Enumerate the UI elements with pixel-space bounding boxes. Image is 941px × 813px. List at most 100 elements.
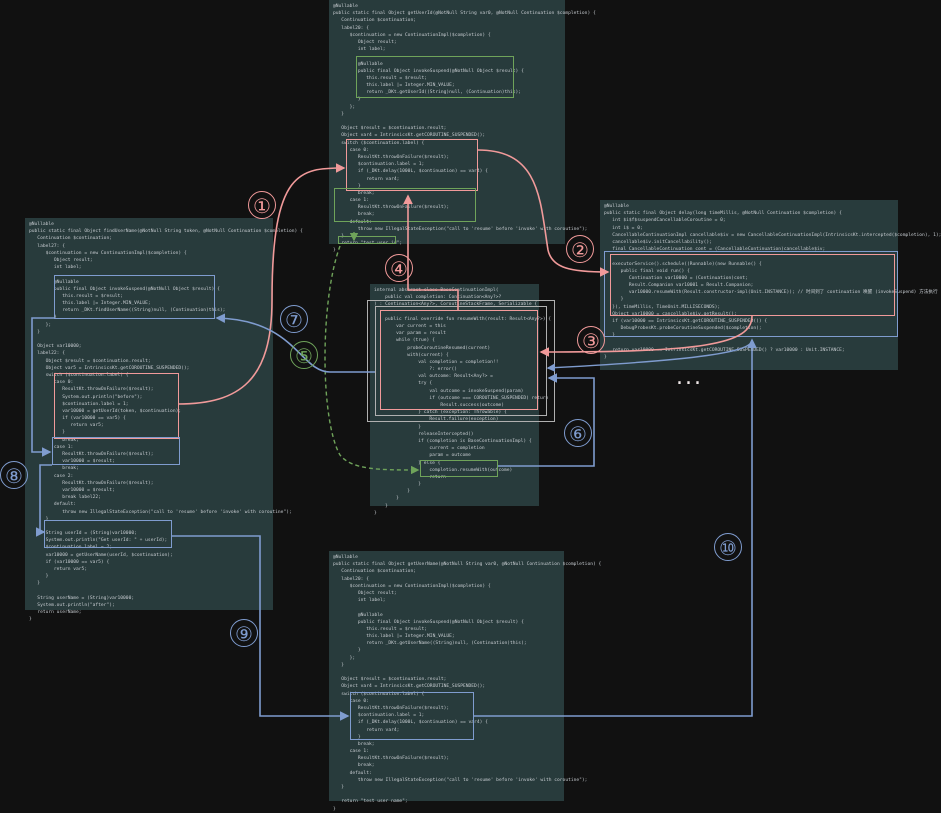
code-line: Continuation $continuation;: [333, 569, 416, 575]
code-line: break;: [333, 741, 375, 747]
code-line: case 1:: [333, 749, 369, 755]
code-line: } catch (exception: Throwable) {: [374, 410, 507, 416]
code-line: cancellable$iv.initCancellability();: [604, 239, 712, 245]
ellipsis-marker: ...: [676, 365, 703, 390]
code-line: break;: [29, 437, 79, 443]
code-line: @Nullable: [29, 279, 79, 285]
code-line: Continuation $continuation;: [29, 236, 112, 242]
code-line: Object $result = $continuation.result;: [333, 126, 447, 132]
code-line: }: [29, 516, 49, 522]
code-line: switch ($continuation.label) {: [333, 140, 425, 146]
code-line: this.result = $result;: [333, 626, 428, 632]
code-line: };: [29, 322, 52, 328]
arrow-step-8b: [36, 464, 52, 537]
code-line: Object result;: [333, 39, 397, 45]
code-line: return userName;: [29, 610, 82, 616]
code-line: if (var10000 == var5) {: [29, 559, 110, 565]
code-line: Result.Companion var10001 = Result.Compa…: [604, 283, 754, 289]
code-line: DebugProbesKt.probeCoroutineSuspended($c…: [604, 326, 762, 332]
code-line: System.out.println("Get userId: " + user…: [29, 538, 168, 544]
step-label-10: ⑩: [714, 533, 742, 561]
code-line: this.result = $result;: [29, 293, 124, 299]
code-line: return _DKt.findUserName((String)null, (…: [29, 308, 226, 314]
code-line: }: [29, 574, 49, 580]
code-line: case 0:: [333, 147, 369, 153]
code-line: @Nullable: [29, 222, 54, 227]
step-label-5: ⑤: [290, 341, 318, 369]
completion-resumewith-box: [420, 460, 498, 477]
code-line: @Nullable: [333, 61, 383, 67]
base-continuation-code: internal abstract class BaseContinuation…: [370, 284, 551, 516]
code-line: if (_DKt.delay(1000L, $continuation) == …: [333, 720, 488, 726]
code-line: var10000 = $result;: [29, 459, 115, 465]
step-label-1: ①: [248, 191, 276, 219]
code-line: ResultKt.throwOnFailure($result);: [333, 756, 450, 762]
code-line: default:: [333, 219, 372, 225]
code-line: case 0:: [29, 380, 74, 386]
arrow-step-4: [403, 194, 459, 310]
code-line: };: [333, 104, 356, 110]
code-line: }: [29, 617, 32, 623]
code-line: var10000 = getUserId(token, $continuatio…: [29, 408, 182, 414]
code-line: }: [29, 329, 41, 335]
code-line: }: [333, 785, 345, 790]
code-line: break;: [29, 466, 79, 472]
code-line: Object $result = $continuation.result;: [29, 358, 151, 364]
getusername-case0-box: [350, 692, 474, 740]
getuserid-return-box: [338, 236, 396, 244]
code-line: $continuation = new ContinuationImpl($co…: [333, 32, 491, 38]
code-line: }: [604, 354, 607, 360]
code-line: System.out.println("after");: [29, 602, 115, 608]
code-line: Object var10000;: [29, 344, 82, 350]
code-line: @Nullable: [333, 612, 383, 618]
code-line: public final Object invokeSuspend(@NotNu…: [333, 619, 524, 625]
code-line: ResultKt.throwOnFailure($result);: [29, 480, 154, 486]
getuserid-case0-box: [346, 139, 478, 191]
code-line: }: [333, 183, 361, 189]
step-label-9: ⑨: [230, 619, 258, 647]
arrow-step-9: [172, 535, 350, 721]
code-line: return var5;: [29, 567, 88, 572]
code-line: $continuation.label = 1;: [29, 401, 129, 407]
step-label-3: ③: [577, 326, 605, 354]
code-line: }: [333, 806, 336, 812]
code-line: }: [333, 97, 361, 103]
code-line: val outcome: Result<Any?> =: [374, 374, 493, 380]
code-line: case 1:: [29, 444, 74, 450]
getuserid-invokesuspend-box: [356, 56, 514, 98]
arrow-step-3: [539, 315, 753, 357]
code-line: }), timeMillis, TimeUnit.MILLISECONDS);: [604, 304, 721, 310]
code-line: val outcome = invokeSuspend(param): [374, 388, 524, 394]
code-line: }: [29, 315, 57, 321]
code-line: int i$ = 0;: [604, 225, 643, 231]
code-line: return: [374, 474, 446, 480]
code-line: ResultKt.throwOnFailure($result);: [333, 154, 450, 160]
code-line: this.label |= Integer.MIN_VALUE;: [29, 301, 151, 307]
code-line: break;: [333, 763, 375, 769]
code-line: ResultKt.throwOnFailure($result);: [333, 205, 450, 211]
code-line: public val completion: Continuation<Any?…: [374, 295, 502, 301]
step-label-6: ⑥: [564, 419, 592, 447]
arrow-step-10: [474, 338, 757, 717]
arrow-step-1: [177, 163, 346, 405]
code-line: System.out.println("before");: [29, 394, 143, 400]
code-line: }: [333, 662, 345, 668]
code-line: @Nullable: [604, 204, 629, 209]
getuserid-case1-box: [334, 188, 476, 222]
code-line: case 2:: [29, 473, 74, 479]
code-line: public final Object invokeSuspend(@NotNu…: [29, 286, 220, 292]
code-line: public static final Object delay(long ti…: [604, 211, 842, 217]
code-line: switch ($continuation.label) {: [333, 691, 425, 697]
code-line: return "test user name";: [333, 799, 408, 805]
code-line: $continuation.label = 1;: [333, 162, 425, 168]
code-line: default:: [333, 770, 372, 776]
code-line: default:: [29, 502, 77, 508]
code-line: $continuation = new ContinuationImpl($co…: [333, 583, 491, 589]
delay-outline-box: [604, 251, 898, 337]
arrow-step-2: [477, 149, 610, 277]
code-line: label20: {: [333, 25, 369, 31]
code-line: }: [29, 581, 41, 587]
